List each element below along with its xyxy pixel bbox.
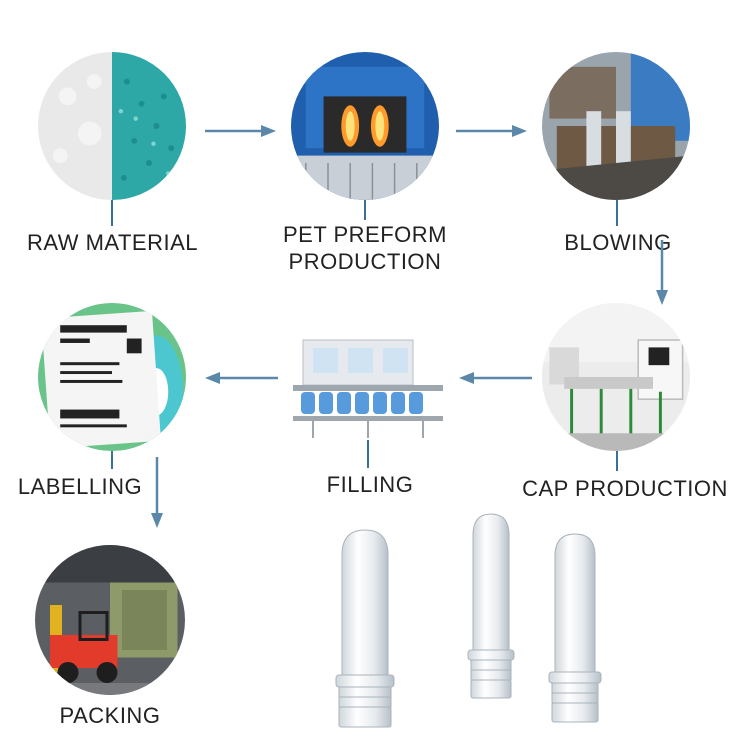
cap-production-connector (616, 451, 618, 471)
raw-material-label: RAW MATERIAL (26, 230, 198, 255)
cap-production-label: CAP PRODUCTION (522, 476, 728, 501)
arrow-down-2 (151, 457, 163, 528)
preform-left (335, 529, 395, 728)
raw-material-image (38, 52, 186, 200)
arrow-right-1 (205, 125, 276, 137)
labelling-image (38, 303, 186, 451)
labelling-label: LABELLING (17, 474, 143, 499)
arrow-left-1 (459, 372, 532, 384)
preform-right (548, 533, 602, 723)
blowing-image (542, 52, 690, 200)
pet-preform-production-image (291, 52, 439, 200)
filling-connector (367, 440, 369, 468)
arrow-left-2 (205, 372, 278, 384)
raw-material-connector (111, 200, 113, 226)
pet-preform-label-line1: PET PREFORM (282, 222, 447, 247)
preform-middle (467, 513, 515, 699)
blowing-label: BLOWING (564, 230, 672, 255)
pet-preform-connector (364, 200, 366, 220)
filling-image (293, 330, 443, 440)
blowing-connector (616, 200, 618, 226)
arrow-down-1 (656, 240, 668, 305)
labelling-connector (111, 451, 113, 469)
cap-production-image (542, 303, 690, 451)
arrow-right-2 (456, 125, 527, 137)
packing-label: PACKING (59, 703, 161, 728)
filling-label: FILLING (326, 472, 414, 497)
pet-preform-label-line2: PRODUCTION (288, 249, 442, 274)
packing-image (35, 545, 185, 695)
